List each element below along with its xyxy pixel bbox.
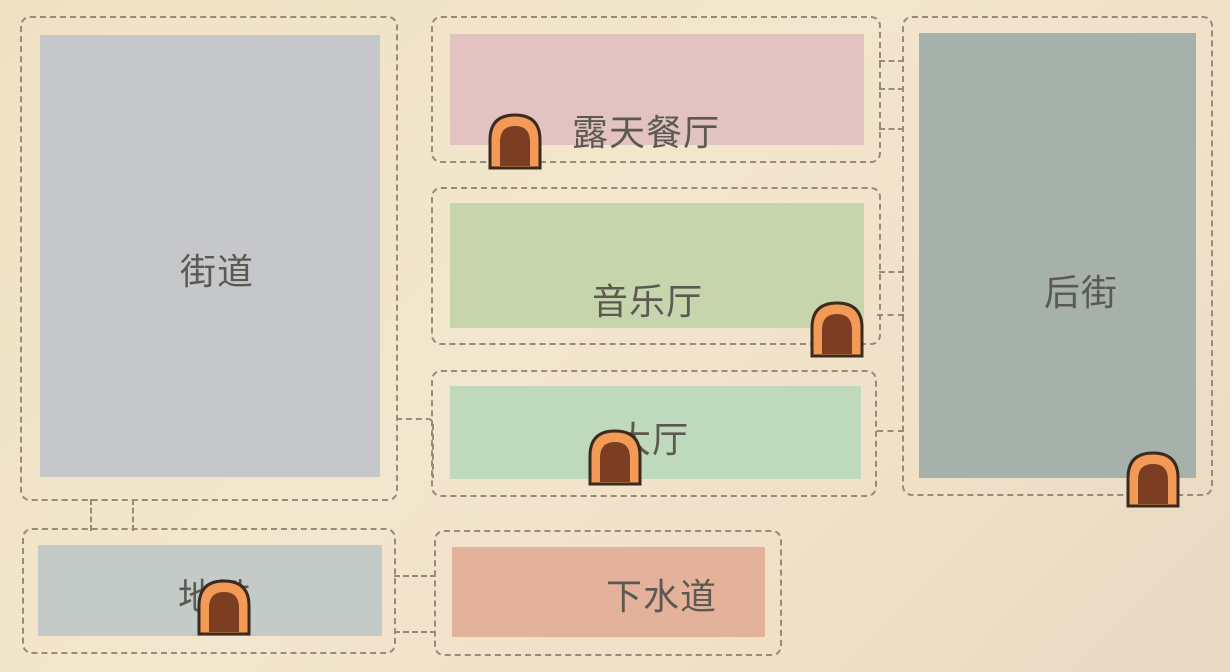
corridor-street-subway bbox=[90, 499, 134, 531]
sewer-zone bbox=[434, 530, 782, 656]
corridor-restaurant-backstreet bbox=[879, 60, 904, 90]
door-subway-icon[interactable] bbox=[195, 578, 253, 636]
door-back-street-icon[interactable] bbox=[1124, 450, 1182, 508]
corridor-street-lobby bbox=[396, 418, 434, 478]
room-music-hall[interactable]: 音乐厅 bbox=[450, 203, 864, 328]
corridor-musichall-lobby bbox=[877, 314, 904, 432]
room-sewer-label: 下水道 bbox=[606, 577, 718, 618]
door-music-hall-icon[interactable] bbox=[808, 300, 866, 358]
corridor-subway-sewer bbox=[394, 575, 436, 633]
room-outdoor-restaurant-label: 露天餐厅 bbox=[572, 113, 721, 154]
room-sewer[interactable]: 下水道 bbox=[452, 547, 765, 637]
street-zone bbox=[20, 16, 398, 501]
door-lobby-icon[interactable] bbox=[586, 428, 644, 486]
room-music-hall-label: 音乐厅 bbox=[592, 282, 704, 323]
corridor-musichall-restaurant bbox=[879, 128, 904, 273]
room-back-street[interactable]: 后街 bbox=[919, 33, 1196, 478]
room-back-street-label: 后街 bbox=[1044, 273, 1119, 314]
music-hall-zone bbox=[431, 187, 881, 345]
room-street-label: 街道 bbox=[180, 252, 255, 293]
subway-zone bbox=[22, 528, 396, 654]
room-lobby[interactable]: 大厅 bbox=[450, 386, 861, 479]
room-street[interactable]: 街道 bbox=[40, 35, 380, 477]
back-street-zone bbox=[902, 16, 1213, 496]
door-outdoor-restaurant-icon[interactable] bbox=[486, 112, 544, 170]
